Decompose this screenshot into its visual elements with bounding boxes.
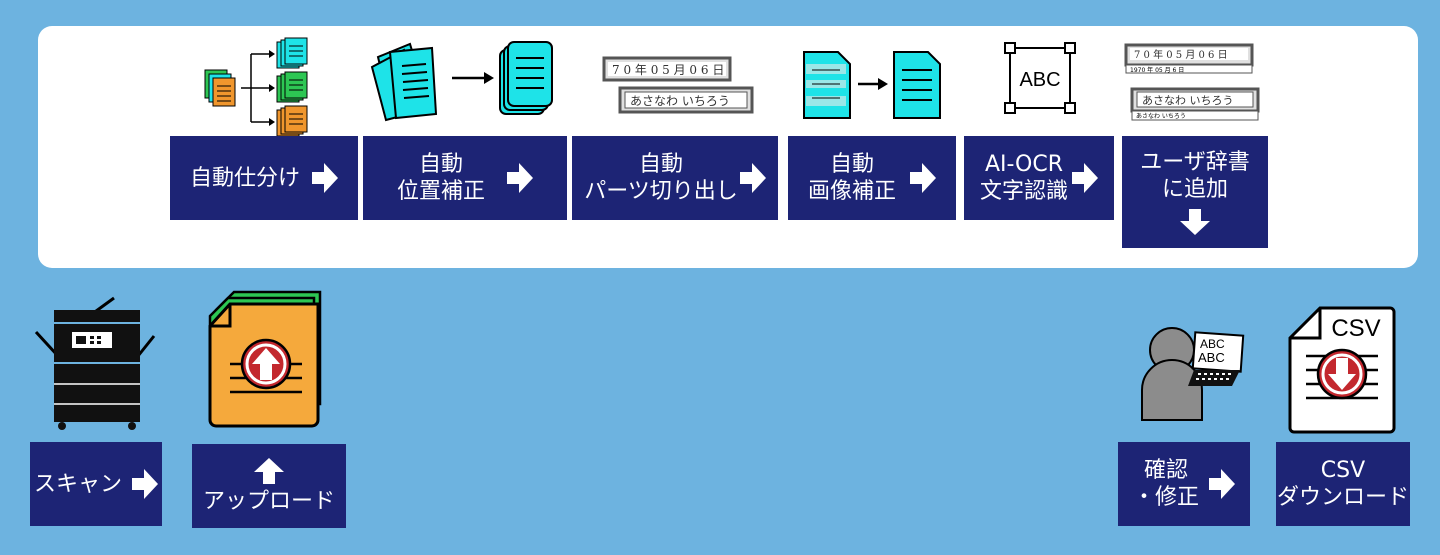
- abc-text: ABC: [1019, 69, 1060, 91]
- svg-text:7 0 年 0 5 月 0 6 日: 7 0 年 0 5 月 0 6 日: [1134, 48, 1228, 61]
- step-label-line2: パーツ切り出し: [584, 179, 738, 204]
- step-user-dict: ユーザ辞書 に追加: [1122, 136, 1268, 248]
- noisy-doc-icon: [803, 51, 851, 119]
- step-label-line2: 文字認識: [979, 179, 1068, 204]
- step-confirm: 確認 ・修正: [1118, 442, 1250, 526]
- step-label-line1: ユーザ辞書: [1140, 150, 1250, 175]
- arrow-right-icon: [910, 163, 936, 193]
- orange-docs-icon: [276, 105, 308, 137]
- svg-text:ABC: ABC: [1200, 337, 1225, 351]
- svg-text:あさなわ いちろう: あさなわ いちろう: [1136, 113, 1186, 120]
- arrow-right-icon: [1209, 469, 1235, 499]
- step-upload: アップロード: [192, 444, 346, 528]
- auto-position-illustration: [370, 41, 553, 122]
- csv-text: CSV: [1331, 315, 1380, 342]
- step-label-line1: AI-OCR: [984, 152, 1064, 177]
- aligned-docs-icon: [499, 41, 553, 115]
- svg-text:あさなわ いちろう: あさなわ いちろう: [630, 94, 730, 108]
- dict-date-field-icon: 7 0 年 0 5 月 0 6 日 1970 年 05 月 6 日: [1124, 43, 1254, 74]
- svg-text:あさなわ いちろう: あさなわ いちろう: [1142, 94, 1234, 107]
- date-field-icon: 7 0 年 0 5 月 0 6 日: [602, 56, 732, 82]
- arrow-right-icon: [739, 163, 766, 193]
- svg-text:1970 年 05 月 6 日: 1970 年 05 月 6 日: [1130, 66, 1184, 74]
- svg-text:ABC: ABC: [1198, 350, 1225, 365]
- step-label-line2: ダウンロード: [1276, 485, 1409, 510]
- upload-doc-icon: [208, 290, 322, 428]
- name-field-icon: あさなわ いちろう: [618, 86, 754, 114]
- arrow-down-icon: [1180, 209, 1210, 235]
- step-csv-download: CSV ダウンロード: [1276, 442, 1410, 526]
- green-docs-icon: [276, 71, 308, 103]
- step-label-line1: CSV: [1320, 458, 1366, 483]
- step-auto-parts: 自動 パーツ切り出し: [572, 136, 778, 220]
- step-auto-position: 自動 位置補正: [363, 136, 567, 220]
- user-dict-illustration: 7 0 年 0 5 月 0 6 日 1970 年 05 月 6 日 あさなわ い…: [1124, 43, 1260, 121]
- step-label-line1: 確認: [1143, 458, 1188, 483]
- step-label-line1: 自動: [829, 152, 874, 177]
- auto-sort-illustration: [204, 37, 308, 137]
- ai-ocr-illustration: ABC: [1004, 42, 1076, 114]
- step-label-line2: 画像補正: [807, 179, 896, 204]
- arrow-up-icon: [252, 348, 280, 380]
- arrow-right-icon: [1072, 163, 1098, 193]
- step-label-line2: に追加: [1161, 177, 1228, 202]
- clean-doc-icon: [893, 51, 941, 119]
- step-scan: スキャン: [30, 442, 162, 526]
- skewed-docs-icon: [370, 42, 438, 122]
- step-label-line1: 自動: [638, 152, 683, 177]
- step-auto-sort: 自動仕分け: [170, 136, 358, 220]
- svg-text:7 0 年 0 5 月 0 6 日: 7 0 年 0 5 月 0 6 日: [612, 63, 724, 77]
- arrow-up-icon: [254, 457, 284, 484]
- reviewer-icon: ABC ABC: [1141, 327, 1245, 421]
- step-label: スキャン: [33, 471, 122, 497]
- step-label: 自動仕分け: [189, 165, 300, 191]
- arrow-right-icon: [507, 163, 533, 193]
- step-label-line2: 位置補正: [396, 179, 485, 204]
- arrow-right-icon: [132, 469, 158, 499]
- step-label: アップロード: [202, 488, 335, 514]
- step-label-line2: ・修正: [1132, 485, 1199, 510]
- step-ai-ocr: AI-OCR 文字認識: [964, 136, 1114, 220]
- arrow-right-icon: [312, 163, 338, 193]
- auto-parts-illustration: 7 0 年 0 5 月 0 6 日 あさなわ いちろう: [602, 56, 754, 114]
- cyan-docs-icon: [276, 37, 308, 69]
- step-auto-image: 自動 画像補正: [788, 136, 956, 220]
- mixed-docs-icon: [204, 69, 236, 107]
- auto-image-illustration: [803, 51, 941, 119]
- scanner-icon: [34, 296, 156, 430]
- csv-doc-icon: CSV: [1288, 306, 1396, 434]
- step-label-line1: 自動: [418, 152, 463, 177]
- arrow-down-icon: [1328, 358, 1356, 390]
- dict-name-field-icon: あさなわ いちろう あさなわ いちろう: [1130, 87, 1260, 121]
